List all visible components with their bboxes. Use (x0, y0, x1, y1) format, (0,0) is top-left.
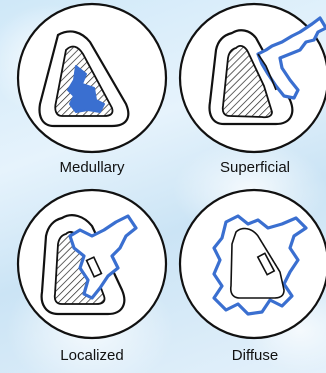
label-medullary: Medullary (17, 159, 167, 177)
label-diffuse: Diffuse (180, 347, 326, 365)
label-localized: Localized (17, 347, 167, 365)
panel-medullary (18, 4, 166, 152)
panel-diffuse (180, 190, 326, 338)
panel-localized (18, 190, 166, 338)
panel-superficial (180, 4, 326, 152)
label-superficial: Superficial (180, 159, 326, 177)
